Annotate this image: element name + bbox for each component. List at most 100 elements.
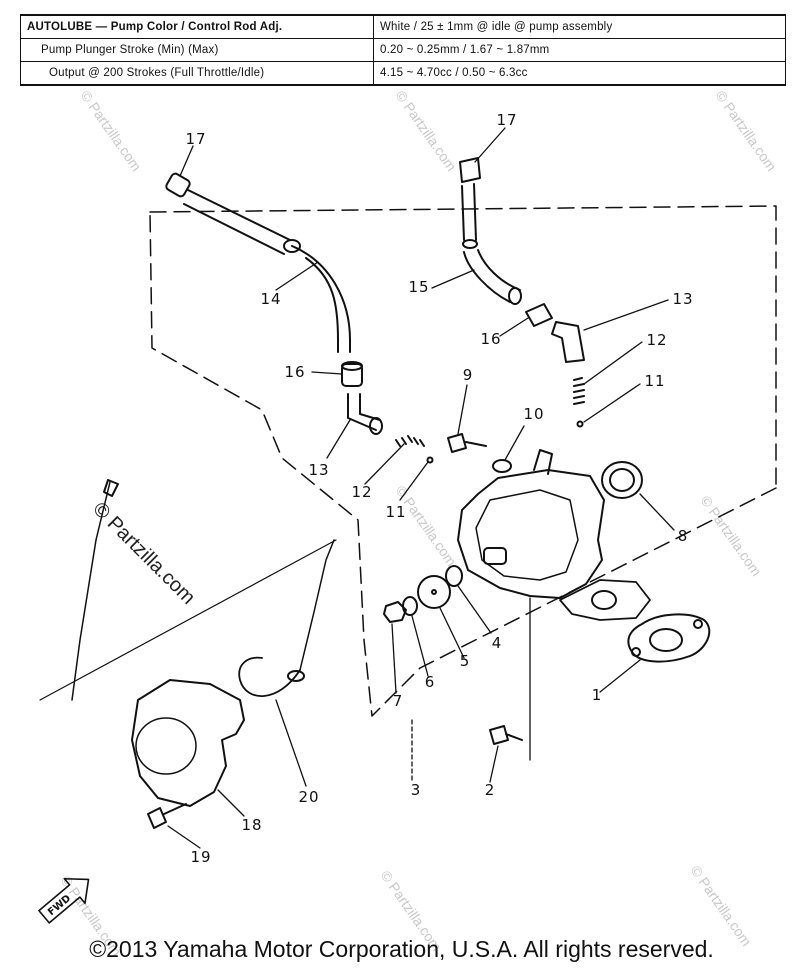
- hose-left-upper: [183, 189, 291, 255]
- shaft-hardware: [383, 565, 463, 623]
- callout-20: 20: [298, 788, 320, 806]
- leader-line-6: [411, 615, 429, 677]
- washer-4: [445, 565, 463, 587]
- callout-11: 11: [644, 372, 666, 390]
- spec-row-stroke: Pump Plunger Stroke (Min) (Max) 0.20 ~ 0…: [20, 38, 786, 62]
- hose-end-left: [283, 239, 301, 253]
- leader-line-12b: [583, 341, 643, 385]
- callout-14: 14: [260, 290, 282, 308]
- callout-10: 10: [523, 405, 545, 423]
- pump-inlet-nipple: [533, 449, 553, 475]
- leader-line-19: [167, 825, 201, 849]
- callout-13: 13: [308, 461, 330, 479]
- callout-19: 19: [190, 848, 212, 866]
- pump-body-assembly: [457, 449, 651, 621]
- pump-body-detail: [475, 489, 579, 581]
- banjo-bolt-left: [347, 393, 381, 431]
- bolt-2: [489, 725, 523, 745]
- fwd-arrow-outline: [38, 877, 90, 924]
- hose-clip-left: [165, 172, 191, 198]
- hose-assembly-right: [459, 157, 585, 363]
- callout-16: 16: [284, 363, 306, 381]
- control-cable-20: [238, 539, 335, 697]
- spec-table: AUTOLUBE — Pump Color / Control Rod Adj.…: [20, 14, 786, 86]
- leader-line-13b: [583, 299, 669, 331]
- callout-7: 7: [392, 692, 404, 710]
- throttle-cable-end: [103, 479, 119, 497]
- gasket-outline: [627, 613, 711, 663]
- washer-10: [492, 459, 512, 473]
- leader-line-12a: [364, 443, 405, 485]
- spring-left: [395, 435, 425, 447]
- leader-line-17b: [474, 127, 506, 163]
- callout-11: 11: [385, 503, 407, 521]
- hose-right-tip: [508, 287, 522, 305]
- pump-cover-18: [131, 679, 245, 807]
- cable-adjuster-nut: [287, 670, 305, 682]
- hose-right-end: [462, 239, 478, 249]
- callout-17: 17: [496, 111, 518, 129]
- pump-mount-flange: [559, 579, 651, 621]
- leader-line-4: [457, 585, 492, 634]
- spring-right: [573, 377, 585, 405]
- pump-body-outline: [457, 469, 605, 599]
- leader-line-16a: [311, 371, 343, 375]
- cover-dome: [135, 717, 197, 775]
- oil-seal-outer: [601, 461, 643, 499]
- fitting-sleeve-left: [341, 363, 363, 387]
- plate-5-hole: [431, 589, 437, 595]
- watermark-text: © Partzilla.com: [78, 88, 145, 174]
- banjo-bolt-end: [369, 417, 383, 435]
- hose-left-curve: [291, 245, 351, 353]
- leader-line-8: [639, 493, 675, 531]
- hose-assembly-left: [165, 172, 351, 353]
- check-ball-left: [426, 456, 434, 464]
- leader-line-diagonal: [39, 539, 337, 701]
- leader-line-13a: [326, 419, 351, 459]
- spec-value: 4.15 ~ 4.70cc / 0.50 ~ 6.3cc: [373, 61, 786, 86]
- spec-label: Output @ 200 Strokes (Full Throttle/Idle…: [20, 61, 374, 86]
- leader-line-7: [391, 623, 397, 694]
- pump-mount-hole: [591, 590, 617, 610]
- leader-line-16b: [499, 317, 529, 337]
- throttle-cable-body: [71, 481, 111, 701]
- watermark-text-prominent: © Partzilla.com: [88, 498, 199, 609]
- leader-line-1: [599, 659, 641, 693]
- callout-5: 5: [459, 652, 471, 670]
- callout-12: 12: [351, 483, 373, 501]
- pump-shaft-stub: [483, 547, 507, 565]
- oil-seal-inner: [609, 468, 635, 492]
- leader-line-9: [457, 384, 468, 435]
- spec-value: White / 25 ± 1mm @ idle @ pump assembly: [373, 14, 786, 39]
- cable-outer-housing: [238, 656, 301, 697]
- screw-19: [147, 803, 187, 829]
- watermark-text: © Partzilla.com: [713, 88, 780, 174]
- nut-7: [383, 601, 407, 623]
- throttle-cable-left: [71, 479, 119, 701]
- callout-2: 2: [484, 781, 496, 799]
- gasket-bolt-hole: [693, 619, 703, 629]
- callout-9: 9: [462, 366, 474, 384]
- leader-line-17a: [179, 145, 194, 177]
- leader-line-11a: [399, 461, 429, 501]
- hose-right-curve: [463, 249, 521, 303]
- fitting-sleeve-top: [341, 361, 363, 371]
- callout-18: 18: [241, 816, 263, 834]
- spec-row-output: Output @ 200 Strokes (Full Throttle/Idle…: [20, 61, 786, 86]
- leader-line-5: [439, 607, 465, 659]
- leader-line-10: [504, 425, 525, 461]
- callout-16: 16: [480, 330, 502, 348]
- callout-13: 13: [672, 290, 694, 308]
- callout-6: 6: [424, 673, 436, 691]
- gasket-1: [627, 613, 711, 663]
- fitting-left-assembly: [341, 361, 383, 435]
- check-valve-parts: [395, 377, 585, 464]
- leader-line-20: [275, 699, 307, 787]
- fitting-right-sleeve: [525, 303, 553, 327]
- watermark-text: © Partzilla.com: [393, 88, 460, 174]
- assembly-boundary-dashed: [149, 205, 777, 717]
- callout-1: 1: [591, 686, 603, 704]
- oil-seal-8: [601, 461, 643, 499]
- hose-clip-right: [459, 157, 481, 183]
- callout-4: 4: [491, 634, 503, 652]
